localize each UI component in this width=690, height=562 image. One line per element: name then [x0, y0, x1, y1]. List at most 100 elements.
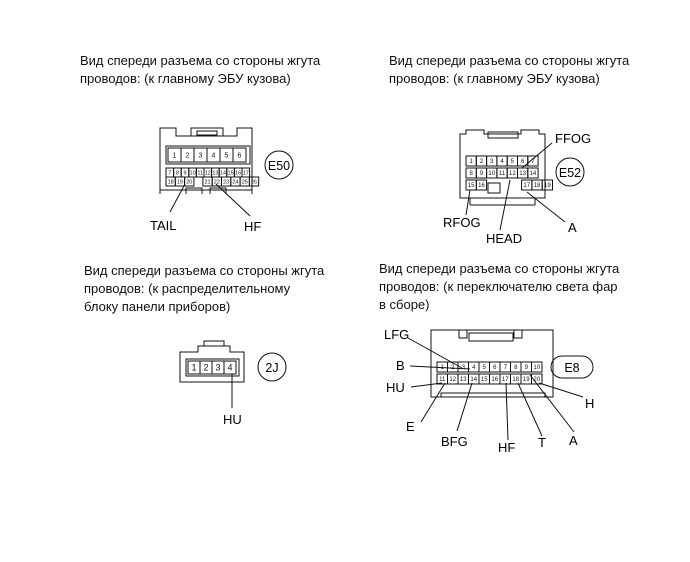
pin-cell — [232, 147, 247, 163]
wire-label: H — [585, 396, 594, 411]
caption-line: Вид спереди разъема со стороны жгута — [84, 263, 325, 278]
wire-label: HEAD — [486, 231, 522, 246]
pin-number: 9 — [183, 170, 186, 176]
leader-line — [410, 382, 443, 388]
pin-number: 10 — [488, 171, 495, 177]
pin-number: 23 — [223, 179, 229, 185]
pin-number: 16 — [478, 183, 485, 189]
pin-number: 2 — [186, 153, 190, 160]
pin-number: 16 — [235, 170, 241, 176]
pin-number: 7 — [168, 170, 171, 176]
caption-e50: Вид спереди разъема со стороны жгута про… — [80, 52, 320, 88]
pin-number: 13 — [519, 171, 526, 177]
pin-number: 3 — [199, 153, 203, 160]
wire-label: LFG — [384, 327, 409, 342]
pin-cell — [248, 176, 260, 187]
pin-number: 14 — [470, 377, 477, 383]
pin-number: 15 — [481, 377, 488, 383]
pin-number: 1 — [441, 365, 445, 371]
pin-number: 8 — [176, 170, 179, 176]
pin-number: 5 — [511, 159, 515, 165]
pin-number: 6 — [238, 153, 242, 160]
connector-tag: 2J — [265, 361, 278, 375]
pin-number: 1 — [173, 153, 177, 160]
leader-line — [215, 183, 251, 217]
pin-number: 21 — [204, 179, 210, 185]
leader-line — [505, 382, 509, 441]
pin-number: 13 — [212, 170, 218, 176]
pin-number: 19 — [177, 179, 183, 185]
pin-number: 11 — [439, 377, 446, 383]
caption-line: в сборе) — [379, 297, 430, 312]
pin-number: 12 — [205, 170, 211, 176]
leader-line — [456, 382, 473, 432]
caption-line: проводов: (к распределительному — [84, 281, 291, 296]
pin-number: 15 — [228, 170, 234, 176]
pin-number: 5 — [483, 365, 487, 371]
connector-tag-ring — [550, 355, 594, 379]
connector-tag: E8 — [564, 361, 579, 375]
leader-line — [169, 183, 186, 213]
pin-number: 25 — [242, 179, 248, 185]
caption-line: Вид спереди разъема со стороны жгута — [379, 261, 620, 276]
pin-number: 14 — [530, 171, 537, 177]
caption-line: проводов: (к переключателю света фар — [379, 279, 618, 294]
caption-e52: Вид спереди разъема со стороны жгута про… — [389, 52, 629, 88]
pin-number: 14 — [220, 170, 226, 176]
connector-tag-ring — [264, 150, 294, 180]
wire-label: B — [396, 358, 405, 373]
leader-line — [529, 374, 575, 433]
pin-number: 3 — [215, 363, 220, 373]
leader-line — [407, 337, 463, 369]
wire-label: FFOG — [555, 131, 591, 146]
leader-line — [420, 382, 446, 423]
caption-line: проводов: (к главному ЭБУ кузова) — [389, 71, 600, 86]
caption-e8: Вид спереди разъема со стороны жгута про… — [379, 260, 619, 314]
pin-number: 3 — [462, 365, 466, 371]
pin-number: 4 — [472, 365, 476, 371]
pin-number: 19 — [523, 377, 530, 383]
pin-number: 2 — [480, 159, 484, 165]
pin-number: 4 — [500, 159, 504, 165]
wire-label: A — [569, 433, 578, 448]
pin-cell — [531, 361, 543, 373]
pin-number: 4 — [227, 363, 232, 373]
connector-tag: E52 — [559, 166, 581, 180]
pin-number: 26 — [251, 179, 257, 185]
caption-line: проводов: (к главному ЭБУ кузова) — [80, 71, 291, 86]
pin-number: 7 — [504, 365, 508, 371]
pin-number: 1 — [191, 363, 196, 373]
pin-number: 22 — [214, 179, 220, 185]
leader-line — [521, 142, 553, 169]
wire-label: BFG — [441, 434, 468, 449]
wire-label: E — [406, 419, 415, 434]
wire-label: T — [538, 435, 546, 450]
pin-cell — [527, 155, 539, 167]
wire-label: HF — [498, 440, 515, 455]
pin-number: 9 — [525, 365, 529, 371]
leader-line — [409, 365, 471, 370]
pin-number: 11 — [197, 170, 203, 176]
pin-cell — [184, 176, 195, 187]
wire-label: TAIL — [150, 218, 177, 233]
pin-number: 24 — [232, 179, 238, 185]
pin-number: 10 — [190, 170, 196, 176]
caption-line: Вид спереди разъема со стороны жгута — [80, 53, 321, 68]
pin-number: 9 — [480, 171, 484, 177]
pin-number: 5 — [225, 153, 229, 160]
pin-cell — [475, 179, 488, 191]
pin-number: 3 — [490, 159, 494, 165]
pin-number: 10 — [533, 365, 540, 371]
leader-line — [517, 382, 543, 437]
pin-number: 6 — [493, 365, 497, 371]
leader-line — [526, 191, 566, 223]
pin-number: 13 — [460, 377, 467, 383]
pin-number: 8 — [514, 365, 518, 371]
pin-number: 18 — [512, 377, 519, 383]
pin-number: 4 — [212, 153, 216, 160]
pin-number: 15 — [468, 183, 475, 189]
